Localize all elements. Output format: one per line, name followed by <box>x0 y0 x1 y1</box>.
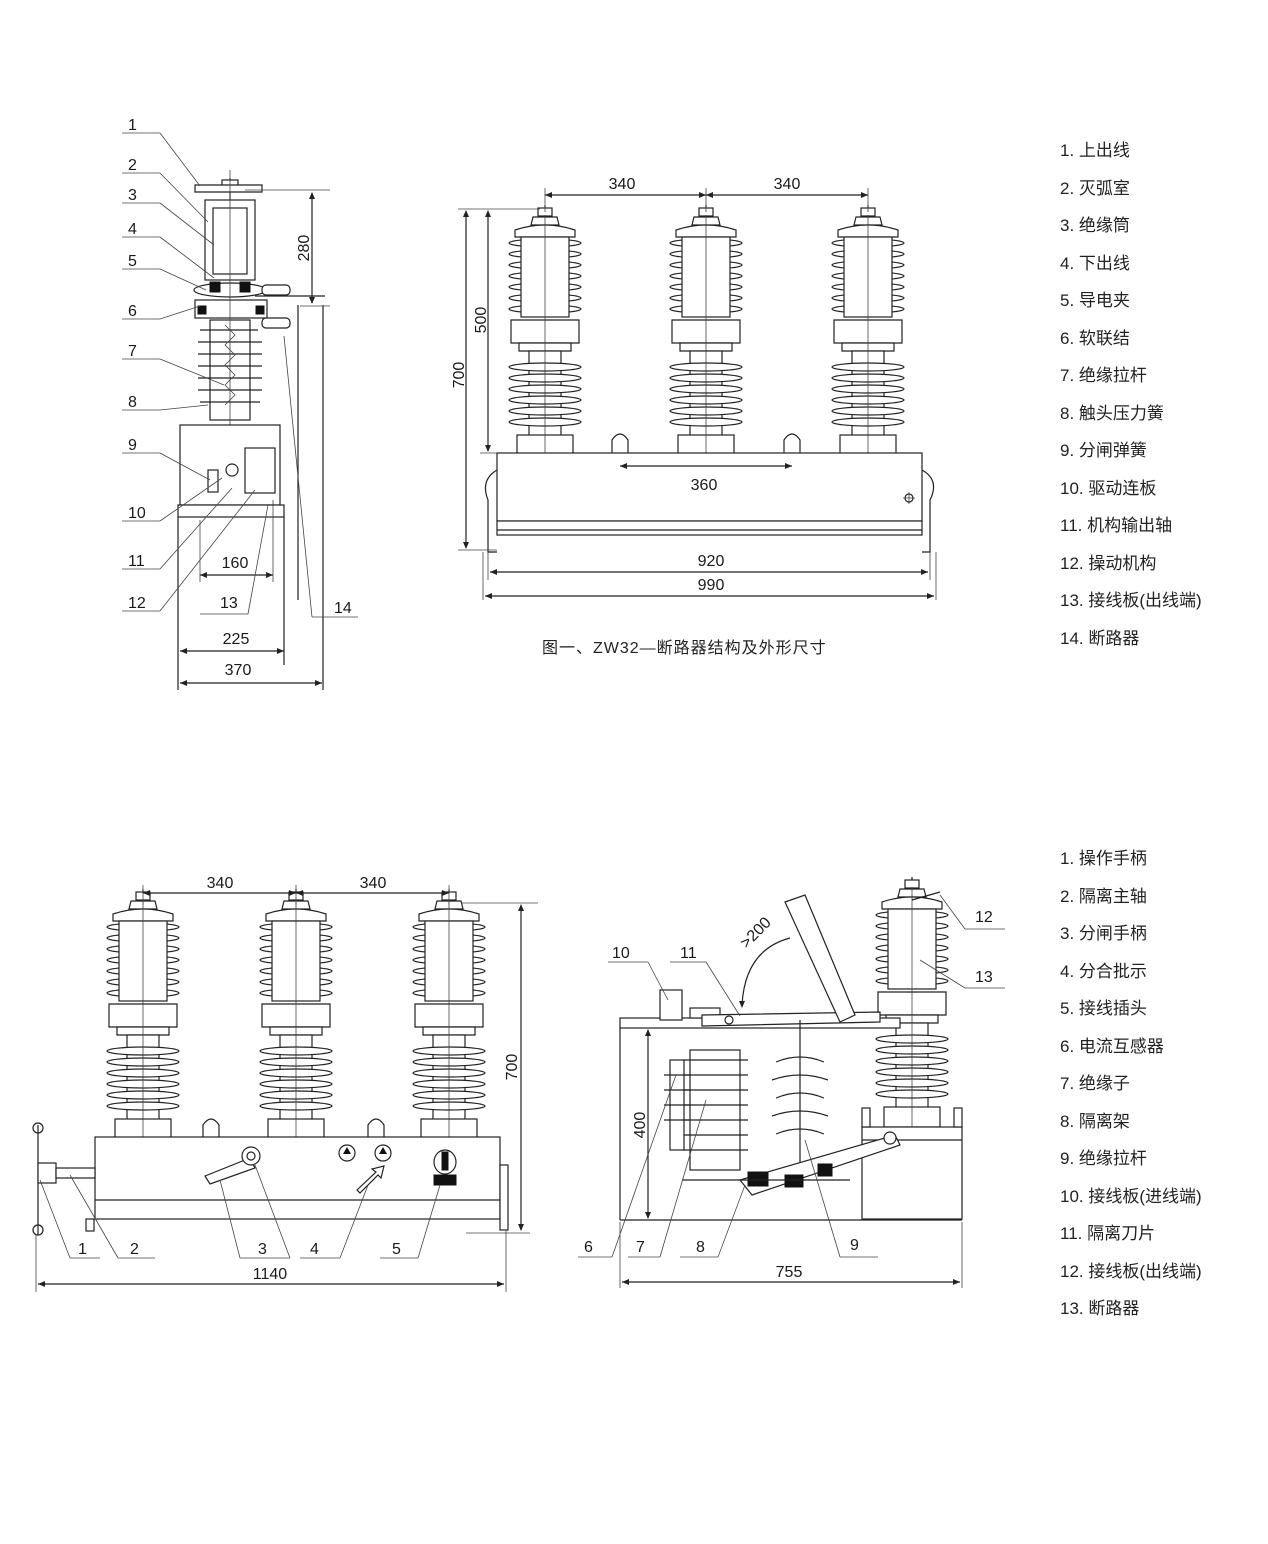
fig2-part-number: 8 <box>696 1239 705 1256</box>
dim-160: 160 <box>222 555 249 572</box>
dim-340: 340 <box>609 176 636 193</box>
figure1-legend: 1. 上出线 2. 灭弧室 3. 绝缘筒 4. 下出线 5. 导电夹 6. 软联… <box>1060 141 1202 666</box>
fig2-part-number: 10 <box>612 945 630 962</box>
fig2-part-number: 3 <box>258 1241 267 1258</box>
dim-340: 340 <box>774 176 801 193</box>
dim-280: 280 <box>296 235 313 262</box>
dim-gt200: >200 <box>737 914 775 952</box>
fig1-part-number: 7 <box>128 343 137 360</box>
fig2-front-view: 340 340 700 1140 1 2 3 4 5 <box>32 875 538 1292</box>
fig2-part-number: 9 <box>850 1237 859 1254</box>
dim-755: 755 <box>776 1264 803 1281</box>
fig1-part-number: 8 <box>128 394 137 411</box>
legend-item: 12. 操动机构 <box>1060 553 1157 573</box>
dim-340: 340 <box>207 875 234 892</box>
legend-item: 3. 分闸手柄 <box>1060 924 1147 943</box>
fig1-part-number: 13 <box>220 595 238 612</box>
legend-item: 6. 软联结 <box>1060 328 1130 348</box>
fig2-part-number: 1 <box>78 1241 87 1258</box>
legend-item: 4. 分合批示 <box>1060 961 1147 981</box>
legend-item: 8. 触头压力簧 <box>1060 403 1164 423</box>
fig2-part-number: 6 <box>584 1239 593 1256</box>
fig1-part-number: 9 <box>128 437 137 454</box>
fig1-part-number: 4 <box>128 221 137 238</box>
legend-item: 5. 接线插头 <box>1060 999 1147 1018</box>
dim-700: 700 <box>504 1054 521 1081</box>
legend-item: 11. 机构输出轴 <box>1060 516 1173 535</box>
dim-990: 990 <box>698 577 725 594</box>
legend-item: 8. 隔离架 <box>1060 1111 1130 1131</box>
fig1-part-number: 1 <box>128 117 137 134</box>
legend-item: 2. 隔离主轴 <box>1060 886 1147 906</box>
legend-item: 13. 断路器 <box>1060 1299 1140 1318</box>
legend-item: 10. 接线板(进线端) <box>1060 1186 1202 1206</box>
legend-item: 13. 接线板(出线端) <box>1060 591 1202 610</box>
legend-item: 1. 上出线 <box>1060 141 1130 160</box>
legend-item: 1. 操作手柄 <box>1060 849 1147 868</box>
legend-item: 5. 导电夹 <box>1060 291 1130 310</box>
dim-225: 225 <box>223 631 250 648</box>
legend-item: 3. 绝缘筒 <box>1060 216 1130 235</box>
dim-1140: 1140 <box>253 1266 288 1283</box>
legend-item: 4. 下出线 <box>1060 253 1130 273</box>
fig1-side-view: 280 160 225 370 <box>122 117 358 690</box>
dim-400: 400 <box>632 1112 649 1139</box>
fig1-front-view: 340 340 700 500 360 920 990 <box>451 176 937 600</box>
fig1-part-number: 2 <box>128 157 137 174</box>
dim-360: 360 <box>691 477 718 494</box>
figure2-legend: 1. 操作手柄 2. 隔离主轴 3. 分闸手柄 4. 分合批示 5. 接线插头 … <box>1060 849 1202 1337</box>
fig2-part-number: 7 <box>636 1239 645 1256</box>
fig1-part-number: 5 <box>128 253 137 270</box>
fig1-part-number: 14 <box>334 600 352 617</box>
fig2-part-number: 5 <box>392 1241 401 1258</box>
legend-item: 14. 断路器 <box>1060 628 1140 648</box>
fig2-part-number: 2 <box>130 1241 139 1258</box>
fig2-part-number: 11 <box>680 945 697 962</box>
dim-340: 340 <box>360 875 387 892</box>
legend-item: 7. 绝缘拉杆 <box>1060 366 1147 385</box>
fig2-part-number: 12 <box>975 909 993 926</box>
legend-item: 11. 隔离刀片 <box>1060 1224 1156 1243</box>
dim-370: 370 <box>225 662 252 679</box>
figure1-caption: 图一、ZW32—断路器结构及外形尺寸 <box>542 640 827 657</box>
legend-item: 12. 接线板(出线端) <box>1060 1261 1202 1281</box>
fig1-part-number: 11 <box>128 553 145 570</box>
legend-item: 2. 灭弧室 <box>1060 178 1130 198</box>
fig1-leaders <box>122 132 358 618</box>
fig2-part-number: 13 <box>975 969 993 986</box>
fig2-side-view: 400 >200 755 6 7 8 9 10 11 12 13 <box>578 876 1005 1288</box>
dim-700: 700 <box>451 362 468 389</box>
legend-item: 10. 驱动连板 <box>1060 478 1157 498</box>
legend-item: 9. 绝缘拉杆 <box>1060 1149 1147 1168</box>
dim-920: 920 <box>698 553 725 570</box>
legend-item: 7. 绝缘子 <box>1060 1074 1130 1093</box>
legend-item: 6. 电流互感器 <box>1060 1036 1164 1056</box>
fig1-part-number: 6 <box>128 303 137 320</box>
legend-item: 9. 分闸弹簧 <box>1060 441 1147 460</box>
fig1-part-number: 12 <box>128 595 146 612</box>
dim-500: 500 <box>473 307 490 334</box>
fig2-part-number: 4 <box>310 1241 319 1258</box>
fig1-part-number: 3 <box>128 187 137 204</box>
fig1-part-number: 10 <box>128 505 146 522</box>
